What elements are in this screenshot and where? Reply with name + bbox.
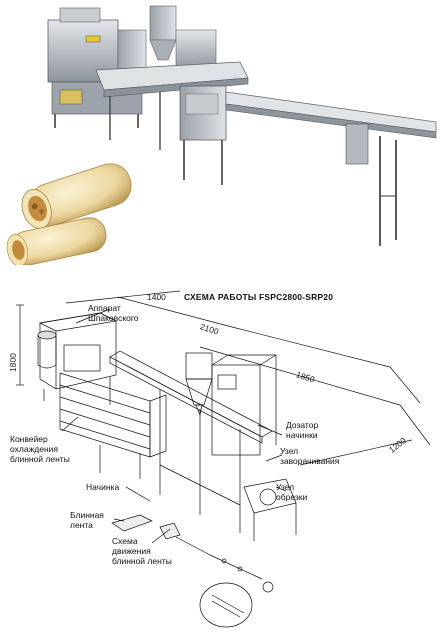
diagram-title: СХЕМА РАБОТЫ FSPC2800-SRP20 xyxy=(184,292,334,302)
apparatus-drawing xyxy=(37,312,118,405)
outfeed-conveyor xyxy=(225,91,437,246)
label-apparatus: Аппарат Шпаковского xyxy=(88,303,139,323)
label-filling-doser: Дозатор начинки xyxy=(286,420,319,440)
control-cabinet xyxy=(179,85,227,185)
label-cutting-unit: Узел обрезки xyxy=(276,482,308,502)
dimension-lines xyxy=(16,290,431,466)
label-rolling-unit: Узел заворачивания xyxy=(280,446,340,466)
doser-drawing xyxy=(185,352,277,456)
label-cooling-conveyor: Конвейер охлаждения блинной ленты xyxy=(10,434,70,464)
cooling-conveyor-drawing xyxy=(59,372,167,479)
main-conveyor-drawing xyxy=(109,350,273,533)
label-pancake-tape: Блинная лента xyxy=(70,510,104,530)
spring-rolls-photo xyxy=(0,146,140,265)
cutting-unit-drawing xyxy=(243,478,297,541)
leader-lines xyxy=(61,308,287,544)
production-line-photo xyxy=(0,5,437,265)
label-movement-scheme: Схема движения блинной ленты xyxy=(112,536,172,566)
dimension-1400: 1400 xyxy=(147,292,166,302)
pancake-tape-drawing xyxy=(111,514,274,628)
conveyor-belt xyxy=(95,61,249,150)
dimension-1800: 1800 xyxy=(8,353,18,372)
label-filling: Начинка xyxy=(86,482,120,492)
layout-drawing xyxy=(16,290,431,628)
filling-hopper xyxy=(149,5,217,71)
